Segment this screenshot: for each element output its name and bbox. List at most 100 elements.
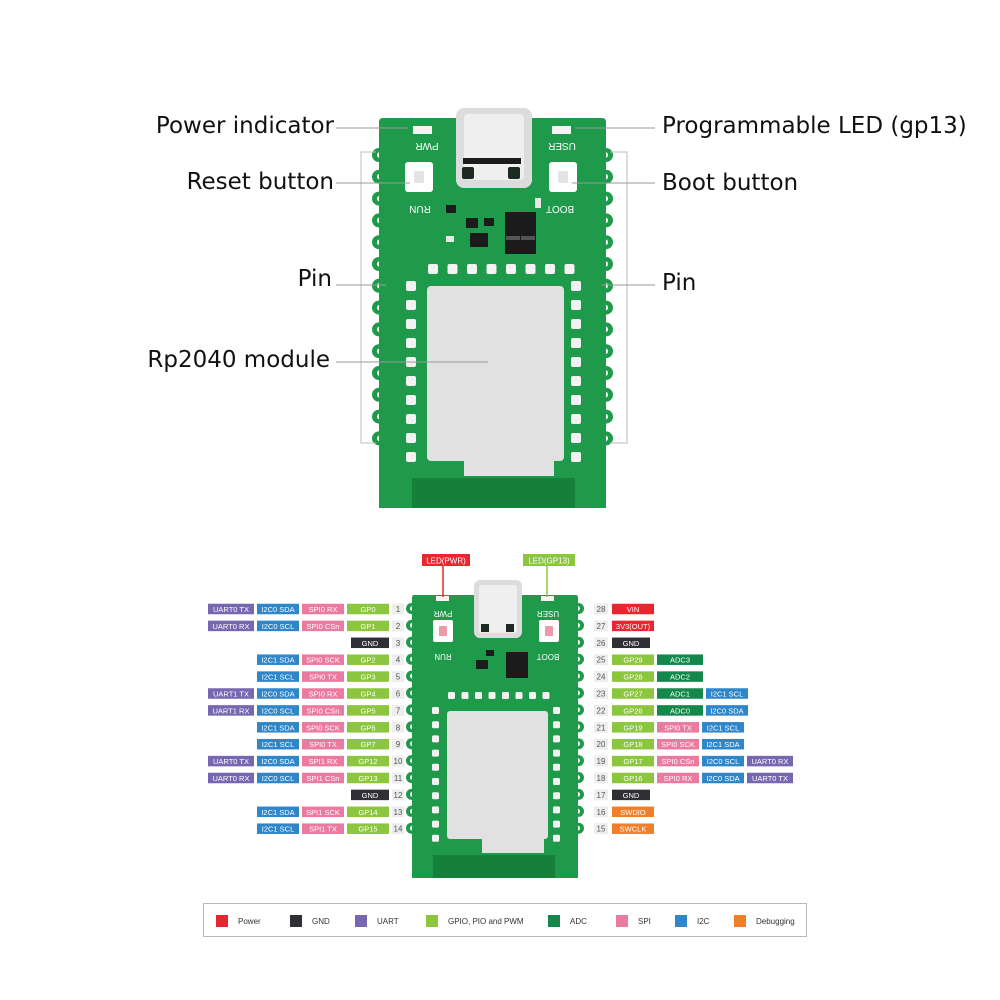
legend-label: GND [312,916,330,926]
pin-function-tag [257,823,299,834]
pin-function-text: I2C0 SDA [710,706,743,715]
pin-function-text: GP6 [360,723,375,732]
pin-function-tag [257,654,299,665]
module-pad [406,319,416,329]
pin-function-text: ADC2 [670,673,690,682]
pin-function-tag [257,705,299,716]
module-pad [553,749,560,757]
module-pad [553,707,560,714]
pin-number: 16 [597,808,606,817]
pin-number-box [594,704,608,716]
module-pad [571,376,581,386]
usb-c-slot [463,158,521,164]
pin-function-tag [702,738,744,750]
module-pad [553,834,560,842]
module-pad [553,820,560,828]
pin-number-box [594,671,608,683]
pin-number: 22 [597,706,606,715]
pin-function-tag [257,806,299,818]
legend-label: SPI [638,916,651,926]
pin-number-box [594,772,608,784]
module-pad [571,414,581,424]
pin-number: 26 [597,639,606,648]
usb-c-shell-tab [481,624,489,632]
legend-swatch [216,915,228,927]
module-pad [571,281,581,291]
pin-function-tag [612,806,654,818]
pin-function-text: I2C1 SDA [261,808,294,817]
pin-function-text: SPI0 TX [309,740,337,749]
module-pad [525,264,536,274]
pin-function-text: GP13 [358,774,377,783]
pin-function-tag [302,722,344,733]
pin-number: 1 [396,605,401,614]
pin-number-box [392,806,404,818]
pin-number: 13 [394,808,403,817]
pin-function-text: GND [362,791,379,800]
pin-function-text: GP19 [623,723,642,732]
bottom-run-silk: RUN [434,652,452,661]
pin-function-text: ADC3 [670,656,690,665]
module-pad [571,395,581,405]
module-pad [486,264,497,274]
pin-function-text: GP2 [360,656,375,665]
pin-function-text: SPI0 SCK [306,723,340,732]
module-pad [406,452,416,462]
pin-function-text: SPI0 TX [664,723,692,732]
module-pads [406,264,581,462]
pin-function-text: I2C1 SCL [262,825,295,834]
module-pad [506,264,516,274]
pin-function-text: GP15 [358,825,377,834]
callout-reset-button: Reset button [186,169,334,195]
legend-label: ADC [570,916,587,926]
pin-number-box [594,603,608,615]
pin-function-text: SWCLK [620,825,647,834]
pin-number: 28 [597,605,606,614]
pin-function-text: I2C1 SCL [707,723,740,732]
pin-number: 15 [597,825,606,834]
callout-boot-button: Boot button [662,170,799,196]
usb-c-shell-tab [508,167,520,179]
pin-function-tag [302,738,344,750]
pin-function-tag [657,688,703,699]
pin-number-box [594,654,608,666]
pin-number-box [594,806,608,818]
pin-function-tag [702,755,744,767]
pin-function-text: UART0 RX [213,622,250,631]
pin-function-text: GP0 [360,605,375,614]
pin-function-tag [347,688,389,699]
module-pad [571,357,581,367]
pin-number: 21 [597,723,606,732]
legend-swatch [675,915,687,927]
pin-function-text: ADC1 [670,690,690,699]
pin-number-box [392,772,404,784]
module-pad [432,792,439,800]
module-pad [553,806,560,814]
pin-function-text: GP17 [623,757,642,766]
module-pad [406,433,416,443]
module-pad [502,692,509,699]
user-silk: USER [548,140,576,151]
bottom-boot-silk: BOOT [537,652,560,661]
pin-function-tag [347,755,389,767]
pin-function-tag [347,620,389,632]
usb-c-shell-tab [506,624,514,632]
module-pad [432,834,439,842]
pin-function-tag [347,738,389,750]
pin-function-text: I2C1 SDA [706,740,739,749]
pin-number-box [392,671,404,683]
pin-number: 9 [396,740,401,749]
module-pad [553,792,560,800]
pin-function-text: SPI0 SCK [306,656,340,665]
pin-function-text: GND [623,791,640,800]
module-pad [428,264,438,274]
pin-function-text: I2C1 SCL [262,740,295,749]
top-board: PWR USER RUN BOOT [336,108,655,508]
pin-number: 2 [396,622,401,631]
pin-number: 23 [597,690,606,699]
pin-function-tag [657,654,703,665]
pin-number: 20 [597,740,606,749]
pin-function-tag [208,688,254,699]
pin-function-text: GP7 [360,740,375,749]
